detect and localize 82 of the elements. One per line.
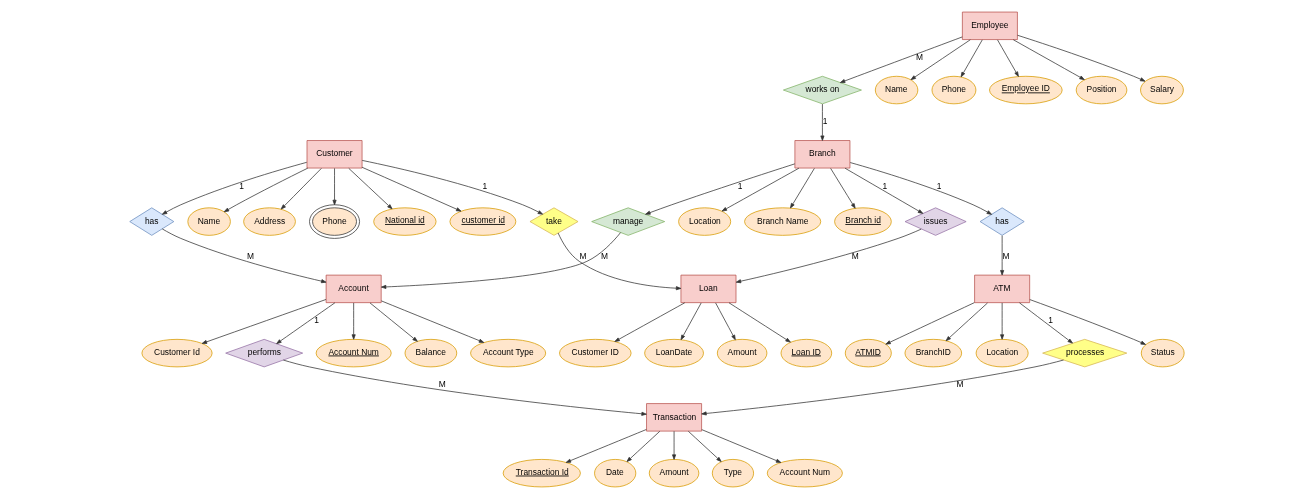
edge-label: 1 bbox=[482, 180, 488, 191]
arrow bbox=[728, 301, 791, 342]
node-box: Customer bbox=[306, 139, 363, 168]
edge-label: 1 bbox=[822, 115, 828, 126]
arrow bbox=[715, 302, 736, 340]
arrow bbox=[1019, 301, 1073, 343]
node-box: ATM bbox=[974, 274, 1031, 303]
node-box: Loan bbox=[680, 274, 737, 303]
arrow bbox=[161, 161, 308, 215]
arrow bbox=[369, 302, 418, 342]
arrow bbox=[672, 430, 677, 460]
node-ellipse: National id bbox=[373, 206, 437, 236]
edge-label: M bbox=[1002, 250, 1010, 261]
arrow bbox=[820, 103, 825, 141]
arrow bbox=[701, 359, 1064, 415]
edge-label: M bbox=[851, 250, 859, 261]
arrow bbox=[701, 428, 782, 463]
arrow bbox=[351, 302, 356, 340]
node-ellipse: Address bbox=[243, 206, 296, 236]
arrow bbox=[1012, 38, 1085, 80]
arrow bbox=[960, 39, 983, 77]
node-diamond: manage bbox=[591, 206, 666, 236]
arrow bbox=[361, 166, 462, 211]
edge-label: M bbox=[246, 250, 254, 261]
arrow bbox=[276, 301, 336, 344]
node-ellipse: LoanDate bbox=[644, 338, 704, 367]
node-box: Branch bbox=[794, 139, 851, 168]
arrow bbox=[735, 228, 922, 283]
node-ellipse: Account Num bbox=[315, 338, 392, 367]
arrow bbox=[680, 302, 702, 340]
arrow bbox=[721, 167, 800, 211]
arrow bbox=[1017, 34, 1146, 82]
node-ellipse: Branch Name bbox=[744, 206, 822, 236]
arrow bbox=[223, 167, 309, 212]
arrow bbox=[280, 167, 322, 209]
node-box: Employee bbox=[962, 11, 1018, 40]
edge-label: M bbox=[438, 378, 446, 389]
arrow bbox=[849, 161, 992, 215]
arrow bbox=[1029, 298, 1146, 345]
arrow bbox=[945, 302, 988, 341]
arrow bbox=[1000, 302, 1005, 340]
arrow bbox=[348, 167, 393, 209]
arrow bbox=[361, 159, 544, 215]
arrow bbox=[626, 430, 661, 462]
arrow bbox=[565, 428, 647, 463]
edge-label: 1 bbox=[737, 180, 743, 191]
edge-label: M bbox=[916, 51, 924, 62]
arrow bbox=[687, 430, 722, 462]
node-box: Transaction bbox=[646, 402, 702, 431]
edge-label: 1 bbox=[936, 180, 942, 191]
arrow bbox=[201, 298, 327, 344]
arrow bbox=[1000, 234, 1005, 275]
edge-label: 1 bbox=[882, 180, 888, 191]
edge-label: 1 bbox=[314, 314, 319, 325]
arrow bbox=[161, 228, 327, 283]
node-ellipse: Location bbox=[975, 338, 1029, 367]
edge-label: M bbox=[600, 250, 608, 261]
node-ellipse: BranchID bbox=[904, 338, 963, 367]
arrow bbox=[380, 300, 485, 343]
arrow bbox=[844, 167, 924, 214]
arrow bbox=[614, 301, 686, 342]
node-ellipse: Phone bbox=[931, 75, 977, 104]
arrow bbox=[839, 36, 963, 83]
node-ellipse: Branch id bbox=[834, 206, 892, 236]
arrow bbox=[557, 232, 682, 290]
arrow bbox=[380, 231, 621, 289]
arrow bbox=[790, 167, 815, 208]
node-ellipse: Amount bbox=[716, 338, 768, 367]
node-ellipse: Employee ID bbox=[989, 75, 1063, 104]
arrow bbox=[885, 301, 975, 345]
arrow bbox=[997, 39, 1019, 77]
arrow bbox=[332, 167, 337, 205]
edge-label: M bbox=[956, 378, 964, 389]
arrow bbox=[645, 162, 796, 215]
node-ellipse: Amount bbox=[648, 458, 700, 487]
arrow bbox=[910, 38, 971, 80]
edge-label: 1 bbox=[239, 180, 244, 191]
node-box: Account bbox=[325, 274, 382, 303]
arrow bbox=[830, 167, 856, 209]
edge-label: 1 bbox=[1048, 314, 1054, 325]
edge-label: M bbox=[579, 250, 587, 261]
arrow bbox=[283, 359, 647, 416]
